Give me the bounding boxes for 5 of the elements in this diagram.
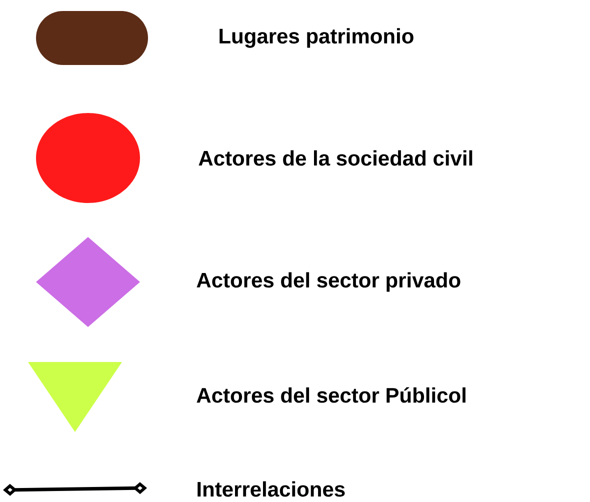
legend-label: Lugares patrimonio: [220, 28, 414, 48]
legend-label: Actores del sector privado: [196, 272, 460, 292]
legend-label: Actores de la sociedad civil: [198, 150, 472, 166]
legend-label: Interrelaciones: [198, 481, 345, 497]
legend-label: Actores del sector Públicol: [196, 387, 466, 403]
